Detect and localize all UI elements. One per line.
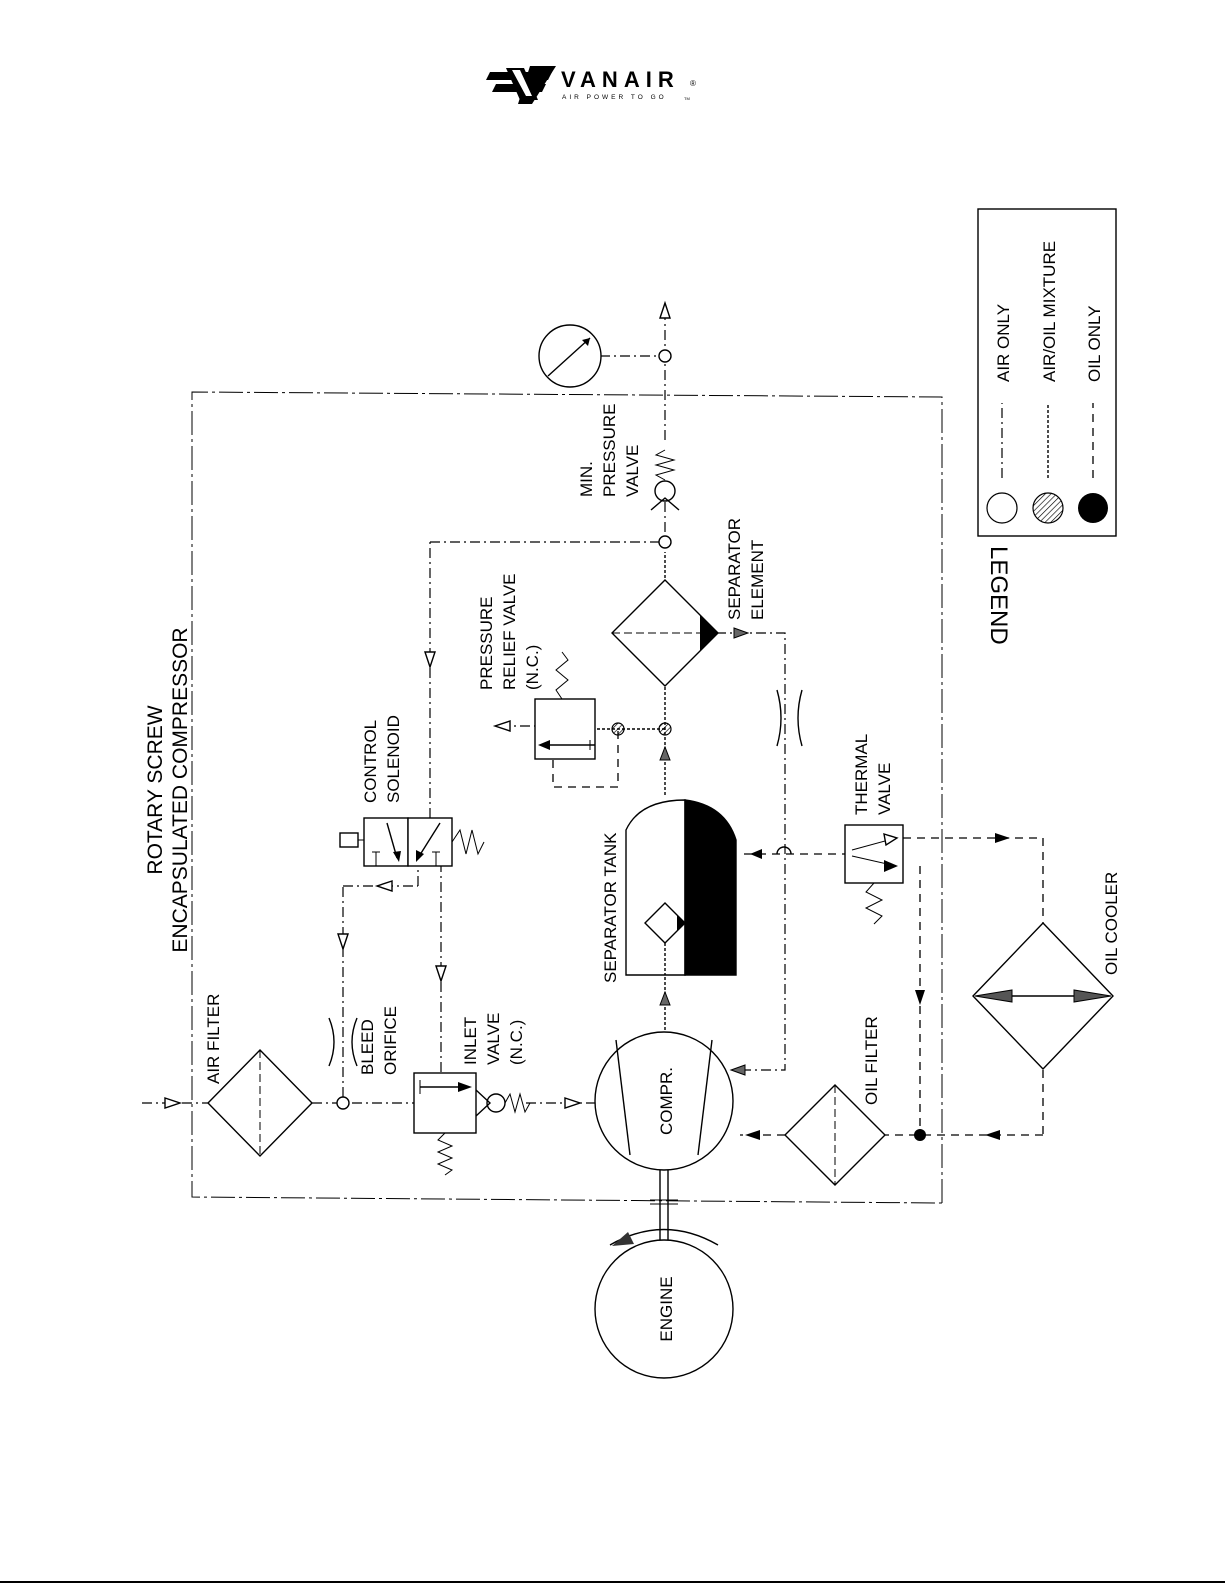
diagram-title-line1: ROTARY SCREW xyxy=(144,705,167,874)
control-solenoid-label-line2: SOLENOID xyxy=(384,715,403,803)
compressor-label: COMPR. xyxy=(657,1067,676,1135)
logo-brand: VANAIR xyxy=(561,67,680,92)
thermal-valve-symbol xyxy=(845,825,903,924)
min-pressure-valve-symbol xyxy=(651,450,679,510)
thermal-valve-label-line2: VALVE xyxy=(875,763,894,815)
pressure-relief-valve-label-line2: RELIEF VALVE xyxy=(500,573,519,690)
control-solenoid-label-line1: CONTROL xyxy=(361,720,380,803)
diagram-title-line2: ENCAPSULATED COMPRESSOR xyxy=(169,627,192,952)
legend-label-oil-only: OIL ONLY xyxy=(1085,305,1104,382)
engine-label: ENGINE xyxy=(657,1276,676,1341)
oil-junction-dot xyxy=(914,1129,926,1141)
pressure-relief-valve-label-line3: (N.C.) xyxy=(523,645,542,690)
pressure-relief-valve-label-line1: PRESSURE xyxy=(477,596,496,690)
logo-tagline: AIR POWER TO GO xyxy=(562,94,667,101)
logo-registered-mark: ® xyxy=(690,79,696,88)
thermal-valve-label-line1: THERMAL xyxy=(852,734,871,815)
legend-marker-air-oil-mixture xyxy=(1033,493,1063,523)
legend: LEGEND AIR ONLY AIR/OIL MIXTURE OIL ONLY xyxy=(978,209,1116,645)
bleed-orifice-label-line1: BLEED xyxy=(358,1019,377,1075)
separator-element-label-line2: ELEMENT xyxy=(748,540,767,620)
enclosure-boundary xyxy=(192,392,942,1203)
vanair-logo: VANAIR ® AIR POWER TO GO TM xyxy=(486,66,696,104)
legend-marker-oil-only xyxy=(1078,493,1108,523)
min-pressure-valve-label-line2: PRESSURE xyxy=(600,403,619,497)
oil-cooler-label: OIL COOLER xyxy=(1102,872,1121,975)
inlet-valve-label-line2: VALVE xyxy=(484,1013,503,1065)
oil-filter-label: OIL FILTER xyxy=(862,1016,881,1105)
legend-marker-air-only xyxy=(987,493,1017,523)
legend-label-air-only: AIR ONLY xyxy=(994,304,1013,382)
separator-element-symbol xyxy=(612,580,718,686)
control-solenoid-symbol xyxy=(340,818,484,866)
separator-tank-symbol xyxy=(626,800,736,975)
separator-element-label-line1: SEPARATOR xyxy=(725,518,744,620)
pressure-gauge-symbol xyxy=(539,325,601,387)
pressure-relief-valve-symbol xyxy=(535,652,595,759)
inlet-valve-label-line3: (N.C.) xyxy=(507,1020,526,1065)
legend-label-air-oil-mixture: AIR/OIL MIXTURE xyxy=(1040,241,1059,382)
oil-cooler-symbol xyxy=(973,923,1113,1069)
drive-shaft xyxy=(610,1170,718,1246)
air-filter-label: AIR FILTER xyxy=(204,994,223,1084)
inlet-valve-label-line1: INLET xyxy=(461,1017,480,1065)
air-filter-symbol xyxy=(208,1050,312,1156)
logo-tm-mark: TM xyxy=(684,96,690,101)
inlet-valve-symbol xyxy=(414,1073,530,1175)
bleed-orifice-label-line2: ORIFICE xyxy=(381,1006,400,1075)
legend-title: LEGEND xyxy=(985,546,1012,645)
min-pressure-valve-label-line3: VALVE xyxy=(623,445,642,497)
vanair-logo-emblem xyxy=(486,66,556,104)
min-pressure-valve-label-line1: MIN. xyxy=(577,461,596,497)
separator-tank-label: SEPARATOR TANK xyxy=(601,832,620,983)
